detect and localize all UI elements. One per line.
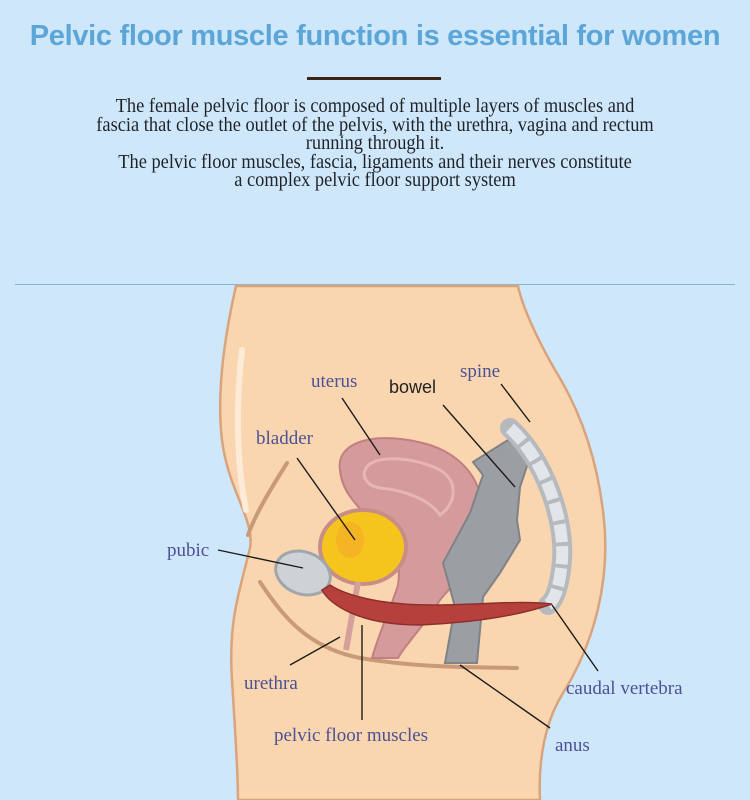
label-spine: spine <box>460 361 500 382</box>
page-title: Pelvic floor muscle function is essentia… <box>29 20 721 52</box>
description-line: The pelvic floor muscles, fascia, ligame… <box>118 150 632 173</box>
description-line: running through it. <box>305 132 445 154</box>
pubic-leader <box>217 549 304 569</box>
uterus-cavity <box>362 457 455 518</box>
bladder-shape <box>318 508 408 586</box>
urethra-tube <box>343 581 361 651</box>
description-line: The female pelvic floor is composed of m… <box>115 95 635 117</box>
bladder-leader <box>296 457 356 541</box>
label-uterus: uterus <box>311 371 357 392</box>
label-bladder: bladder <box>256 428 314 449</box>
urethra-leader <box>289 636 341 666</box>
skin-highlight <box>234 347 249 513</box>
pelvic-floor-muscle-shape <box>321 584 553 626</box>
spine-leader <box>500 383 531 423</box>
description-line: fascia that close the outlet of the pelv… <box>96 113 654 136</box>
caudal-vertebra-leader <box>551 604 599 672</box>
bladder-highlight <box>336 522 364 558</box>
uterus-leader <box>341 397 381 456</box>
pubic-bone-shape <box>274 549 332 597</box>
pelvic-bone-front <box>246 461 289 537</box>
description: The female pelvic floor is composed of m… <box>30 95 720 191</box>
label-bowel: bowel <box>389 377 436 397</box>
spine-segments <box>505 423 569 610</box>
title-divider <box>307 77 441 80</box>
label-caudal-vertebra: caudal vertebra <box>566 678 683 699</box>
section-rule <box>15 284 735 285</box>
description-line: a complex pelvic floor support system <box>234 169 516 191</box>
label-pelvic-floor-muscles: pelvic floor muscles <box>274 725 428 746</box>
label-urethra: urethra <box>244 673 298 694</box>
label-anus: anus <box>555 735 590 756</box>
label-pubic: pubic <box>167 540 209 561</box>
pelvic-bone-floor <box>258 580 519 670</box>
anus-leader <box>459 664 551 729</box>
bowel-leader <box>442 404 516 488</box>
